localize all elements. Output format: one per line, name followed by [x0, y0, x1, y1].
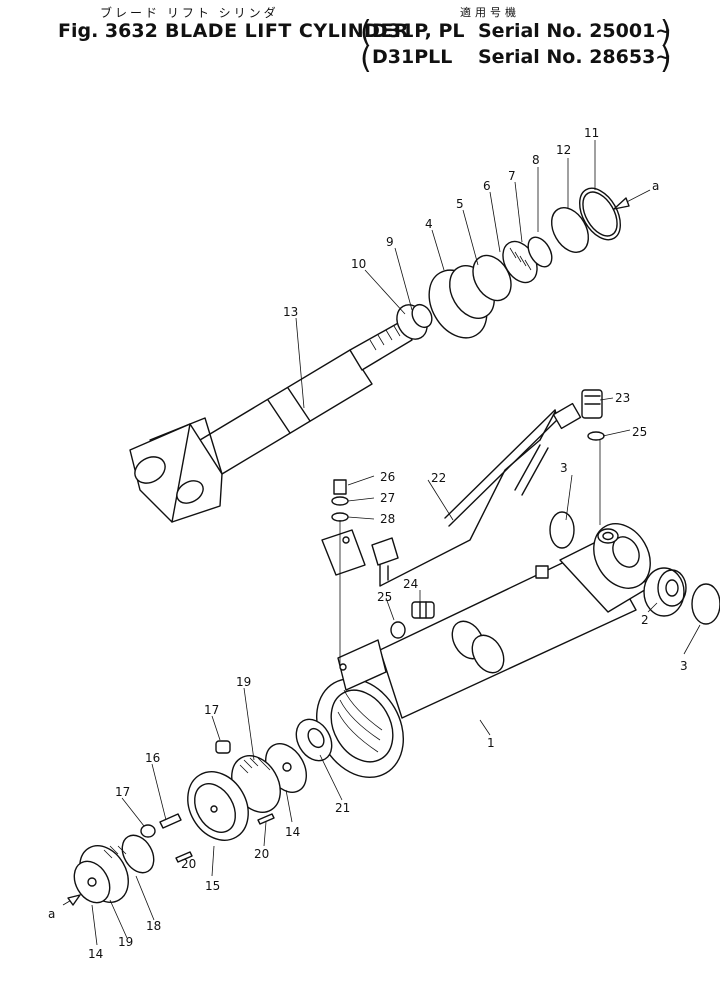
label-part-10: 10: [351, 257, 366, 271]
label-part-24: 24: [403, 577, 418, 591]
label-part-5: 5: [456, 197, 464, 211]
applicable-models-1: D31P, PL: [372, 20, 465, 42]
label-part-28: 28: [380, 512, 395, 526]
label-part-11: 11: [584, 126, 599, 140]
label-part-6: 6: [483, 179, 491, 193]
applicable-models-2: D31PLL: [372, 46, 453, 68]
label-part-23: 23: [615, 391, 630, 405]
title-japanese: ブレード リフト シリンダ: [100, 6, 279, 20]
label-part-17-upper: 17: [204, 703, 219, 717]
serial-range-2: Serial No. 28653~: [478, 46, 672, 68]
label-part-19-lower: 19: [118, 935, 133, 949]
label-part-1: 1: [487, 736, 495, 750]
figure-title: BLADE LIFT CYLINDER: [165, 20, 410, 42]
piston-rod: [129, 321, 413, 523]
label-arrow-a-top: a: [652, 179, 659, 193]
bracket-open-1: (: [360, 15, 372, 50]
pivot-bushing: [549, 511, 720, 625]
part-labels: 13 10 9 4 5 6 7 8 12 11 a 23 25 26 27 28…: [48, 126, 688, 961]
label-part-15: 15: [205, 879, 220, 893]
label-part-2: 2: [641, 613, 649, 627]
label-part-19-upper: 19: [236, 675, 251, 689]
label-arrow-a-bottom: a: [48, 907, 55, 921]
label-part-22: 22: [431, 471, 446, 485]
label-part-26: 26: [380, 470, 395, 484]
label-part-18: 18: [146, 919, 161, 933]
bracket-close-1: ): [660, 15, 672, 50]
label-part-3-upper: 3: [560, 461, 568, 475]
piston-assembly: [73, 718, 333, 904]
arrow-a-bottom-icon: [67, 894, 81, 906]
arrow-a-top-icon: [613, 197, 630, 210]
label-part-21: 21: [335, 801, 350, 815]
label-part-9: 9: [386, 235, 394, 249]
serial-range-1: Serial No. 25001~: [478, 20, 672, 42]
label-part-20-left: 20: [181, 857, 196, 871]
bracket-open-2: (: [360, 41, 372, 76]
cylinder-tube: [315, 523, 651, 778]
label-part-8: 8: [532, 153, 540, 167]
label-part-7: 7: [508, 169, 516, 183]
label-part-14-upper: 14: [285, 825, 300, 839]
label-part-14-lower: 14: [88, 947, 103, 961]
label-part-3-lower: 3: [680, 659, 688, 673]
gland-assembly: [396, 187, 622, 340]
bracket-close-2: ): [660, 41, 672, 76]
label-part-20-right: 20: [254, 847, 269, 861]
label-part-13: 13: [283, 305, 298, 319]
label-part-12: 12: [556, 143, 571, 157]
label-part-25-lower: 25: [377, 590, 392, 604]
figure-number: Fig. 3632: [58, 20, 158, 42]
label-part-16: 16: [145, 751, 160, 765]
label-part-27: 27: [380, 491, 395, 505]
label-part-4: 4: [425, 217, 433, 231]
serial-heading-japanese: 適用号機: [460, 6, 520, 19]
hydraulic-piping: [321, 389, 605, 665]
label-part-17-lower: 17: [115, 785, 130, 799]
label-part-25-top: 25: [632, 425, 647, 439]
